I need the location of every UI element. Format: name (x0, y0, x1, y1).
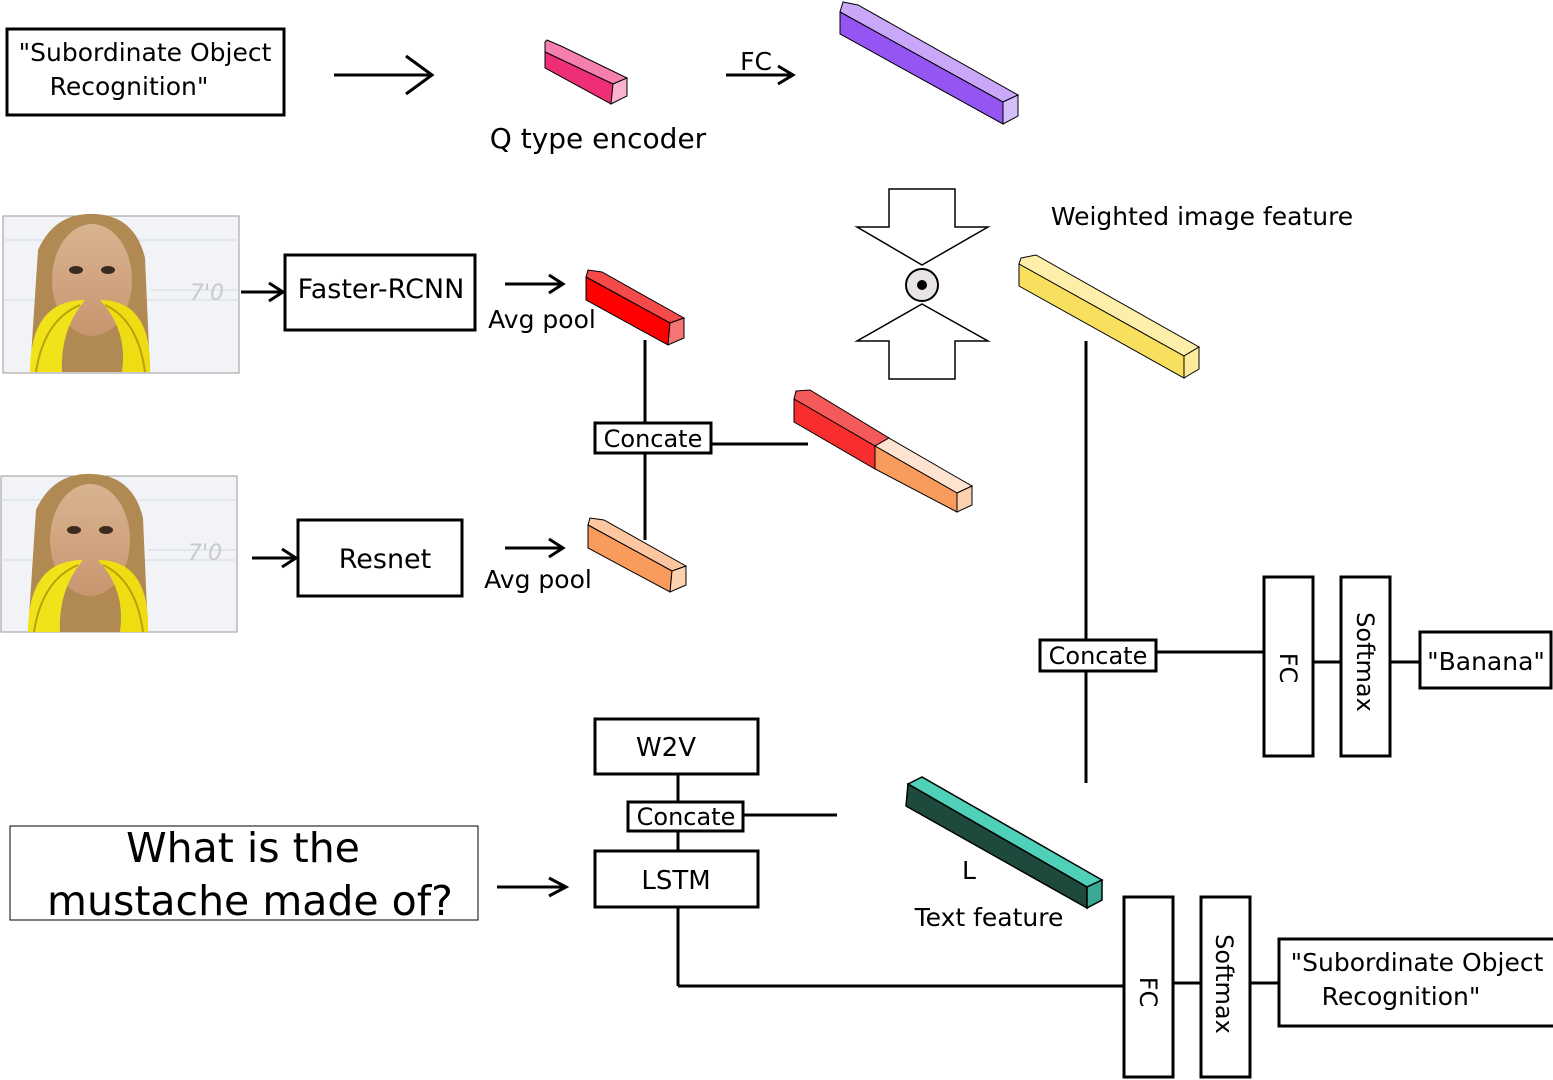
lstm-label: LSTM (641, 866, 710, 896)
concatenated-image-feature-bar (793, 389, 974, 513)
resnet-feature-bar (587, 517, 688, 593)
input-image-2: 7'0 (0, 473, 238, 633)
image-concat-label: Concate (604, 425, 703, 453)
type-output-line2: Recognition" (1322, 982, 1481, 1011)
weighted-image-feature-bar (1018, 254, 1200, 379)
final-concat-box: Concate (1038, 638, 1158, 673)
elementwise-product-icon (905, 268, 939, 302)
answer-output-label: "Banana" (1427, 647, 1545, 676)
question-line1: What is the (126, 824, 360, 872)
faster-rcnn-feature-bar (585, 269, 686, 346)
final-concat-label: Concate (1049, 642, 1148, 670)
question-line2: mustache made of? (47, 877, 453, 925)
answer-softmax-label: Softmax (1351, 612, 1379, 712)
answer-fc-label: FC (1274, 653, 1302, 684)
resnet-label: Resnet (339, 544, 432, 575)
w2v-label: W2V (636, 733, 696, 763)
question-type-box: "Subordinate Object Recognition" (5, 27, 286, 117)
q-type-encoder-label: Q type encoder (490, 122, 707, 155)
arrow-rcnn-to-pool (505, 273, 566, 295)
type-fc-box: FC (1122, 895, 1175, 1079)
question-type-line1: "Subordinate Object (19, 38, 272, 67)
down-arrow-shape (854, 188, 991, 266)
arrow-to-q-encoder (334, 54, 435, 96)
answer-output-box: "Banana" (1418, 630, 1553, 690)
fc-top-label: FC (740, 47, 772, 76)
up-arrow-shape (854, 303, 991, 380)
answer-softmax-box: Softmax (1339, 575, 1392, 758)
input-image-1: 7'0 (2, 213, 240, 374)
weighted-image-feature-label: Weighted image feature (1051, 202, 1353, 231)
fc-output-bar (839, 1, 1020, 125)
final-concat-connector (1084, 341, 1420, 783)
text-feature-bar (905, 776, 1104, 910)
arrow-image2-to-resnet (252, 547, 299, 569)
question-type-line2: Recognition" (50, 72, 209, 101)
w2v-box: W2V (593, 717, 760, 776)
type-fc-label: FC (1134, 977, 1162, 1008)
text-concat-connector (676, 774, 1279, 988)
text-concat-label: Concate (637, 803, 736, 831)
fc-arrow-top (726, 64, 796, 86)
type-softmax-label: Softmax (1210, 934, 1238, 1034)
resnet-box: Resnet (296, 518, 464, 598)
avg-pool-label-2: Avg pool (484, 565, 592, 594)
svg-text:7'0: 7'0 (188, 541, 222, 566)
arrow-question-to-lstm (497, 876, 570, 898)
answer-fc-box: FC (1262, 575, 1315, 758)
text-feature-dim-label: L (962, 856, 976, 885)
type-softmax-box: Softmax (1199, 895, 1252, 1079)
avg-pool-label-1: Avg pool (488, 305, 596, 334)
question-box: What is the mustache made of? (9, 824, 479, 925)
svg-text:7'0: 7'0 (190, 281, 224, 306)
text-concat-box: Concate (626, 800, 745, 833)
lstm-box: LSTM (593, 849, 760, 909)
faster-rcnn-box: Faster-RCNN (283, 253, 477, 332)
image-concat-box: Concate (593, 421, 713, 455)
arrow-image1-to-rcnn (241, 281, 286, 303)
arrow-resnet-to-pool (505, 537, 566, 559)
text-feature-label: Text feature (914, 903, 1064, 932)
type-output-box: "Subordinate Object Recognition" (1277, 937, 1553, 1028)
q-type-encoder-bar (544, 39, 629, 105)
type-output-line1: "Subordinate Object (1291, 948, 1544, 977)
image-concat-connector (643, 340, 808, 540)
faster-rcnn-label: Faster-RCNN (298, 274, 465, 305)
